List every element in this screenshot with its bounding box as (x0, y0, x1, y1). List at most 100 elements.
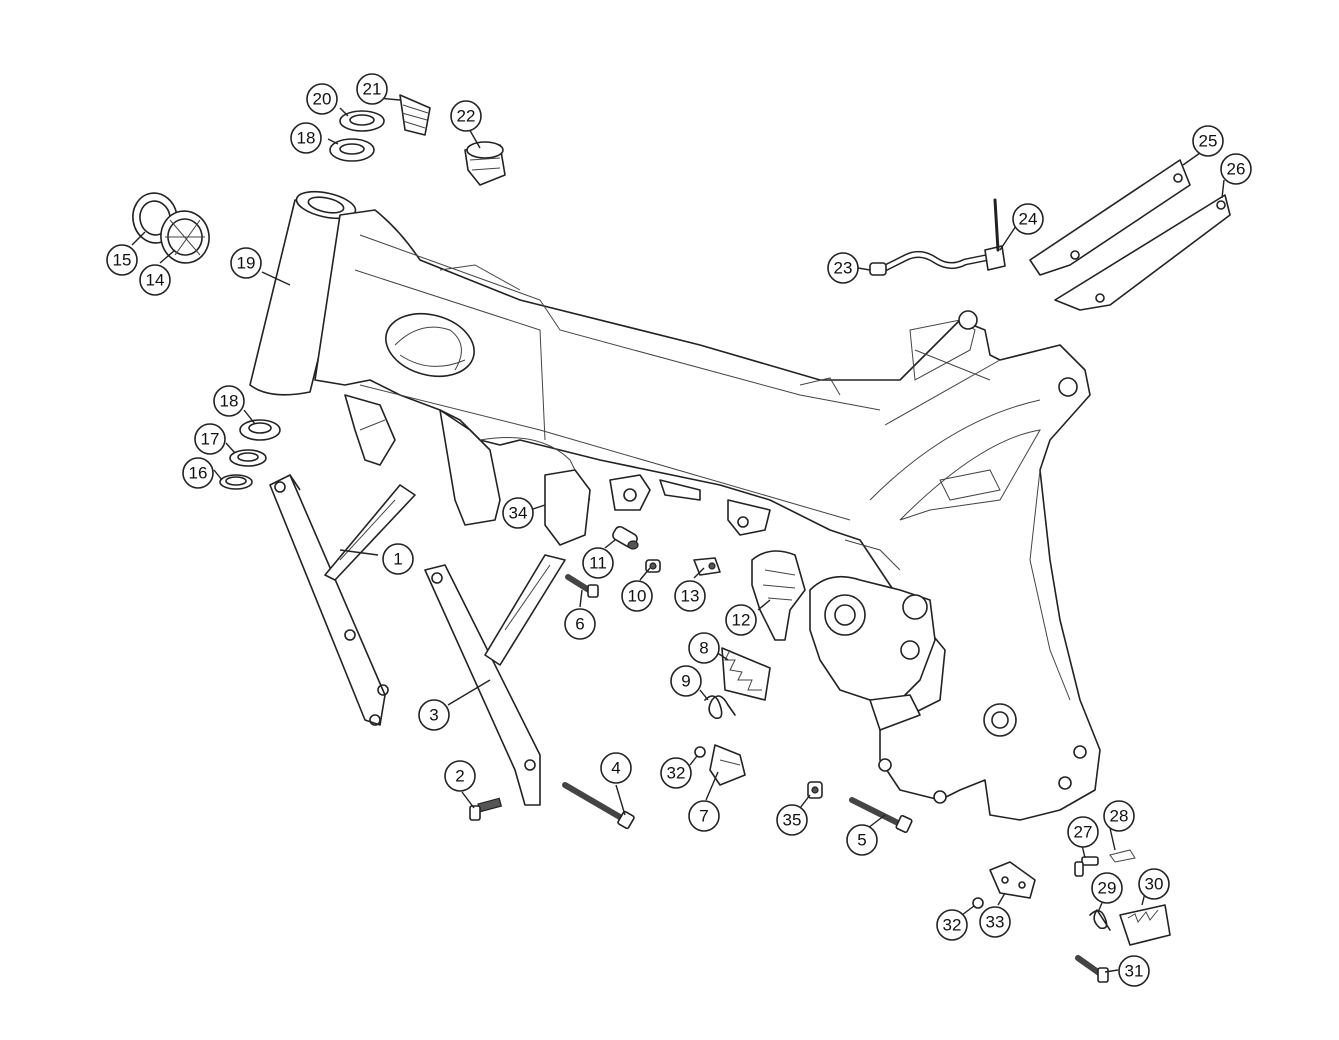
svg-text:21: 21 (363, 80, 382, 99)
footpeg-30 (1119, 904, 1171, 946)
callout-25: 25 (1192, 125, 1224, 157)
callout-9: 9 (670, 665, 702, 697)
callout-16: 16 (182, 457, 214, 489)
callout-21: 21 (356, 73, 388, 105)
svg-text:1: 1 (393, 550, 402, 569)
small-bracket-13 (693, 557, 721, 576)
cover-plate (544, 469, 591, 546)
callout-27: 27 (1067, 816, 1099, 848)
callout-10: 10 (621, 580, 653, 612)
svg-text:32: 32 (943, 916, 962, 935)
svg-text:26: 26 (1227, 160, 1246, 179)
heel-guard (751, 550, 806, 641)
fitting-35 (807, 781, 823, 799)
callout-14: 14 (139, 264, 171, 296)
callout-18-upper: 18 (290, 122, 322, 154)
svg-text:16: 16 (189, 464, 208, 483)
svg-text:18: 18 (220, 392, 239, 411)
svg-text:22: 22 (457, 107, 476, 126)
callout-1: 1 (382, 543, 414, 575)
callout-4: 4 (600, 752, 632, 784)
callout-28: 28 (1103, 800, 1135, 832)
pin-28 (1109, 849, 1136, 863)
callout-17: 17 (194, 423, 226, 455)
fuel-hose (869, 198, 1006, 276)
svg-text:7: 7 (699, 807, 708, 826)
main-frame (249, 190, 1101, 821)
svg-text:20: 20 (313, 90, 332, 109)
svg-text:6: 6 (575, 615, 584, 634)
callout-13: 13 (674, 580, 706, 612)
svg-text:9: 9 (681, 672, 690, 691)
callout-8: 8 (688, 632, 720, 664)
rear-side-brackets (1029, 159, 1231, 311)
steering-nut (464, 141, 506, 186)
footpeg-8 (721, 647, 771, 701)
nut-32b (972, 897, 984, 909)
svg-text:30: 30 (1145, 875, 1164, 894)
long-bolt-5 (849, 797, 913, 834)
svg-text:5: 5 (857, 831, 866, 850)
callout-11: 11 (582, 547, 614, 579)
lower-bearing-stack (219, 419, 281, 490)
callout-34: 34 (502, 497, 534, 529)
svg-text:23: 23 (834, 259, 853, 278)
callout-33: 33 (979, 906, 1011, 938)
callout-32-lower: 32 (936, 909, 968, 941)
bolt-6 (565, 574, 599, 598)
callout-6: 6 (564, 608, 596, 640)
callout-26: 26 (1220, 153, 1252, 185)
callout-31: 31 (1118, 955, 1150, 987)
callout-20: 20 (306, 83, 338, 115)
bracket-33 (989, 861, 1036, 899)
callout-24: 24 (1012, 203, 1044, 235)
svg-text:25: 25 (1199, 132, 1218, 151)
rear-bracket-bar (269, 474, 416, 726)
nut-32a (694, 746, 706, 758)
svg-text:15: 15 (113, 251, 132, 270)
callout-19: 19 (230, 247, 262, 279)
svg-text:32: 32 (667, 764, 686, 783)
svg-text:34: 34 (509, 504, 528, 523)
svg-text:8: 8 (699, 639, 708, 658)
svg-text:24: 24 (1019, 210, 1038, 229)
spacer-11 (612, 525, 639, 550)
callouts: 1 2 3 4 5 6 7 8 9 10 11 12 13 14 15 16 1… (106, 73, 1252, 987)
spring-9 (704, 695, 736, 720)
callout-30: 30 (1138, 868, 1170, 900)
svg-text:4: 4 (611, 759, 620, 778)
bracket-7 (709, 744, 746, 786)
svg-text:10: 10 (628, 587, 647, 606)
dust-boot (399, 94, 431, 136)
callout-22: 22 (450, 100, 482, 132)
svg-text:27: 27 (1074, 823, 1093, 842)
svg-text:29: 29 (1098, 879, 1117, 898)
bolt-31 (1075, 955, 1109, 983)
svg-text:31: 31 (1125, 962, 1144, 981)
callout-29: 29 (1091, 872, 1123, 904)
svg-text:3: 3 (429, 706, 438, 725)
callout-5: 5 (846, 824, 878, 856)
callout-15: 15 (106, 244, 138, 276)
upper-bearing-stack (329, 110, 385, 162)
bolt-27 (1074, 856, 1099, 877)
callout-18-lower: 18 (213, 385, 245, 417)
callout-2: 2 (444, 760, 476, 792)
bearing-rings (132, 192, 210, 264)
svg-text:14: 14 (146, 271, 165, 290)
side-bracket-bar (424, 554, 566, 806)
spring-29 (1089, 909, 1111, 931)
svg-text:2: 2 (455, 767, 464, 786)
long-bolt-4 (562, 782, 635, 830)
callout-3: 3 (418, 699, 450, 731)
svg-text:19: 19 (237, 254, 256, 273)
callout-32-upper: 32 (660, 757, 692, 789)
callout-12: 12 (725, 604, 757, 636)
callout-23: 23 (827, 252, 859, 284)
svg-text:35: 35 (783, 811, 802, 830)
bolt-2 (469, 797, 503, 821)
svg-text:33: 33 (986, 913, 1005, 932)
svg-text:18: 18 (297, 129, 316, 148)
